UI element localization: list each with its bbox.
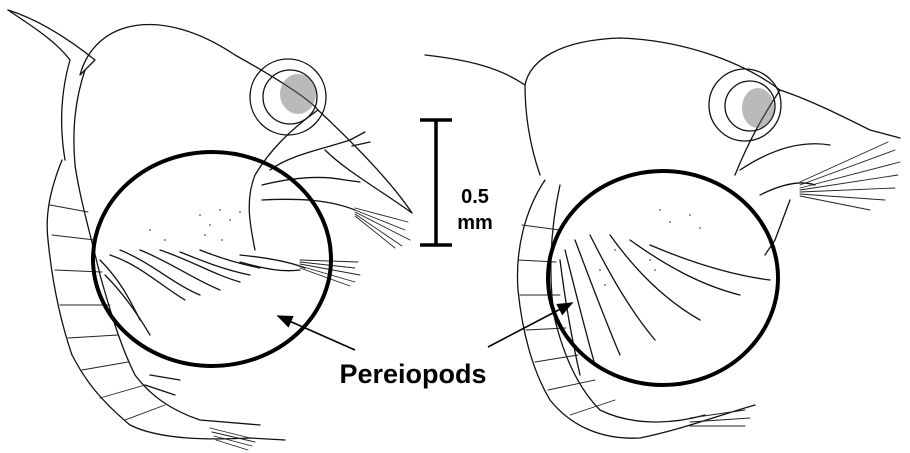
left-pereiopods bbox=[100, 250, 260, 335]
right-larva-drawing bbox=[425, 38, 900, 438]
right-pereiopods bbox=[560, 235, 770, 375]
left-pointer-arrow bbox=[278, 316, 355, 350]
scale-bar-unit: mm bbox=[457, 212, 493, 234]
right-highlight-circle bbox=[548, 171, 778, 385]
scale-bar: 0.5 mm bbox=[420, 120, 493, 245]
left-highlight-circle bbox=[93, 152, 331, 366]
right-eye bbox=[709, 69, 781, 141]
left-carapace bbox=[8, 10, 318, 250]
pereiopods-label: Pereiopods bbox=[339, 359, 486, 389]
scale-bar-value: 0.5 bbox=[461, 186, 489, 208]
right-carapace bbox=[425, 38, 900, 138]
left-eye bbox=[250, 59, 326, 135]
